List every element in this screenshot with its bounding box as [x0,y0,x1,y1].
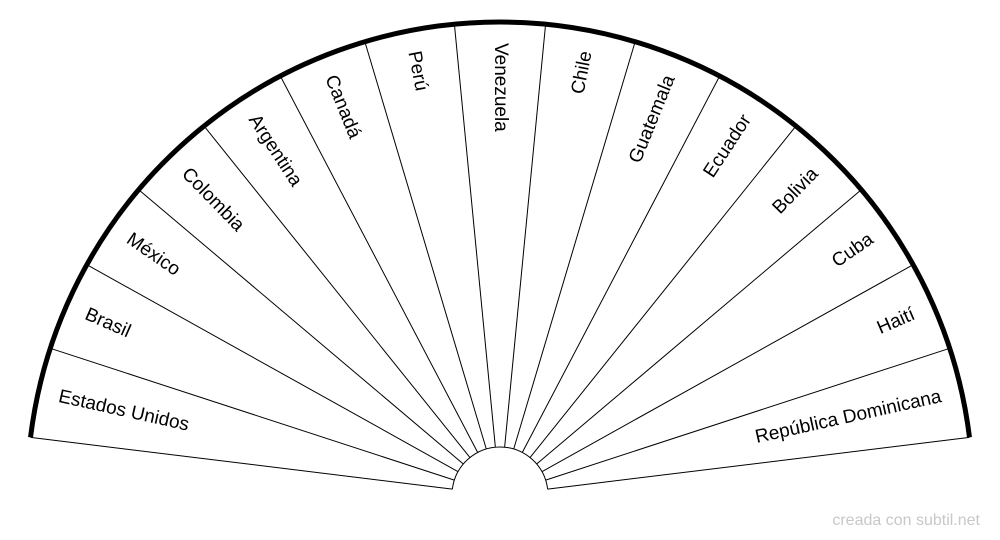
sector-divider [279,75,479,453]
sector-label: Guatemala [625,72,680,166]
sector-divider [86,264,459,473]
sector-label: Bolivia [769,163,823,218]
sector-divider [453,24,496,448]
sector-divider [30,436,453,490]
sector-divider [513,41,636,450]
inner-arc [451,446,549,490]
sector-divider [536,189,862,465]
watermark: creada con subtil.net [832,512,980,529]
sector-label: Ecuador [700,110,757,181]
sector-label: Perú [403,49,431,92]
sector-divider [541,264,914,473]
sector-divider [50,347,455,481]
sector-divider [547,436,970,490]
sector-label: Chile [568,49,597,96]
sector-label: Argentina [244,111,306,191]
sector-label: Estados Unidos [57,386,191,435]
sector-label: Colombia [177,164,248,236]
sector-divider [529,125,797,458]
sector-label: Canadá [320,72,365,142]
sector-divider [504,24,547,448]
sector-label: Brasil [82,304,134,342]
sector-label: Venezuela [490,43,511,132]
sector-divider [138,189,464,465]
sector-divider [364,41,487,450]
sector-label: República Dominicana [753,386,944,448]
sector-divider [203,125,471,458]
sector-divider [521,75,721,453]
sector-label: Cuba [828,229,878,272]
sector-label: México [123,229,184,281]
sector-label: Haití [874,304,919,339]
outer-arc [28,19,972,438]
sector-divider [545,347,950,481]
